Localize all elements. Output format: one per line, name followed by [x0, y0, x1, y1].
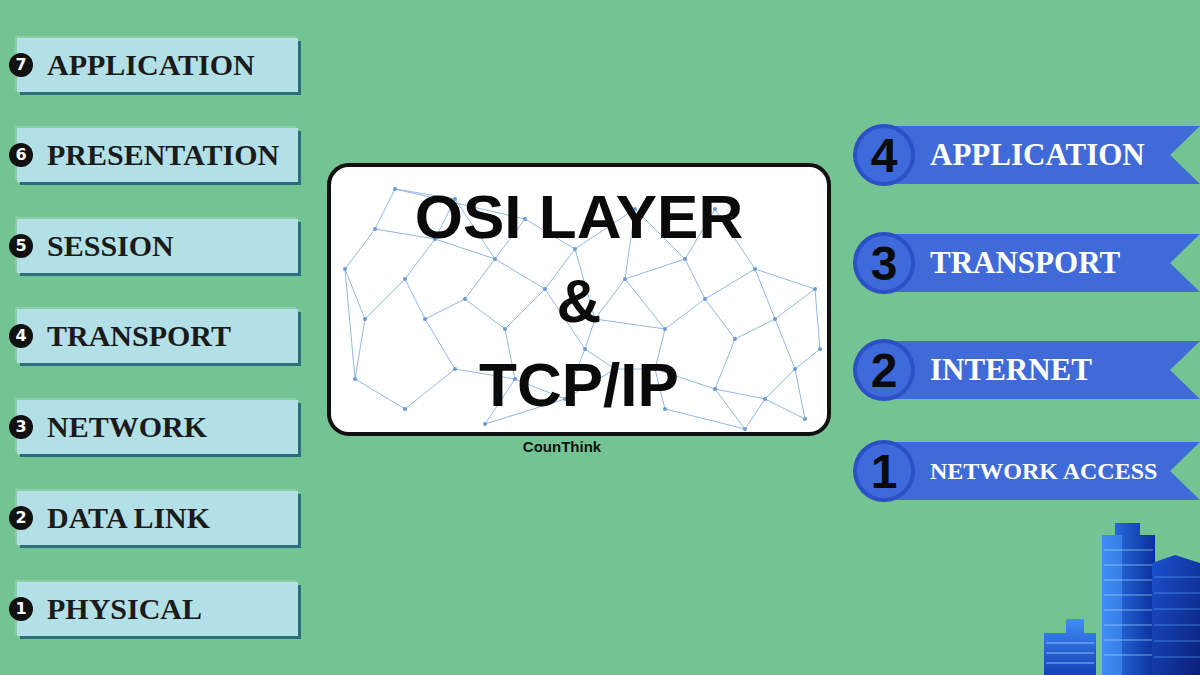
layer-name: SESSION [47, 219, 174, 273]
title-text: OSI LAYER & TCP/IP [331, 175, 827, 427]
building-illustration [1040, 515, 1200, 675]
protocol-layer-ribbon: 2INTERNET [853, 337, 1200, 403]
title-line: TCP/IP [331, 343, 827, 427]
tower-face [1102, 535, 1122, 675]
layer-number: 3 [853, 230, 915, 296]
osi-layer-box: 5SESSION [17, 219, 298, 273]
windows [1154, 577, 1200, 657]
layer-name: NETWORK ACCESS [930, 438, 1157, 504]
layer-number: 7 [9, 53, 33, 77]
osi-layer-box: 3NETWORK [17, 400, 298, 454]
layer-number: 4 [853, 122, 915, 188]
layer-number: 5 [9, 234, 33, 258]
layer-number: 3 [9, 415, 33, 439]
layer-number: 2 [853, 337, 915, 403]
layer-name: PHYSICAL [47, 582, 202, 636]
building-left [1044, 619, 1096, 675]
layer-name: INTERNET [930, 337, 1092, 403]
layer-name: APPLICATION [930, 122, 1145, 188]
protocol-layer-ribbon: 4APPLICATION [853, 122, 1200, 188]
layer-name: TRANSPORT [47, 309, 231, 363]
brand-label: CounThink [462, 438, 662, 455]
building-illustration [1044, 523, 1200, 675]
osi-layer-box: 7APPLICATION [17, 38, 298, 92]
protocol-layer-ribbon: 3TRANSPORT [853, 230, 1200, 296]
layer-name: TRANSPORT [930, 230, 1120, 296]
layer-name: NETWORK [47, 400, 207, 454]
title-line: & [331, 259, 827, 343]
layer-number: 2 [9, 506, 33, 530]
title-line: OSI LAYER [331, 175, 827, 259]
layer-number: 6 [9, 143, 33, 167]
layer-name: DATA LINK [47, 491, 210, 545]
osi-layer-box: 4TRANSPORT [17, 309, 298, 363]
layer-number: 1 [853, 438, 915, 504]
layer-name: PRESENTATION [47, 128, 279, 182]
windows [1104, 550, 1153, 655]
layer-name: APPLICATION [47, 38, 255, 92]
layer-number: 4 [9, 324, 33, 348]
title-box: OSI LAYER & TCP/IP [327, 163, 831, 436]
protocol-layer-ribbon: 1NETWORK ACCESS [853, 438, 1200, 504]
windows [1046, 643, 1094, 663]
osi-layer-box: 1PHYSICAL [17, 582, 298, 636]
building-right [1152, 555, 1200, 675]
tower [1102, 523, 1155, 675]
layer-number: 1 [9, 597, 33, 621]
osi-layer-box: 6PRESENTATION [17, 128, 298, 182]
osi-layer-box: 2DATA LINK [17, 491, 298, 545]
